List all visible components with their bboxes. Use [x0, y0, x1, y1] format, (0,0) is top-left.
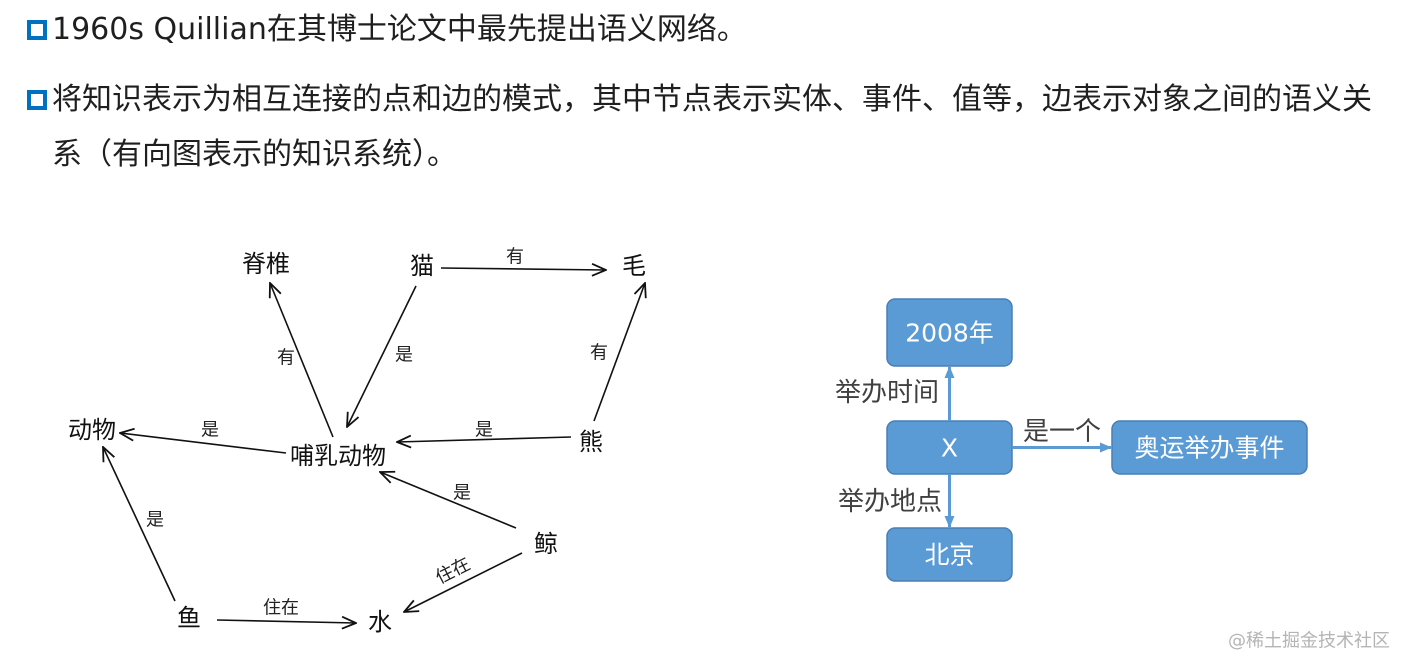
- edge-whale-water: [404, 552, 523, 612]
- edge-label-x-beijing: 举办地点: [838, 487, 942, 517]
- animal-semantic-network: 有 是 有 是 是 有 是 住在 是 住在 脊椎 猫 毛 动物 哺乳动物 熊 鲸…: [68, 247, 646, 636]
- node-mammal: 哺乳动物: [290, 442, 386, 470]
- bullet-square-icon: [27, 90, 47, 110]
- node-whale: 鲸: [534, 530, 558, 558]
- edge-bear-fur: [593, 283, 645, 422]
- edge-label-x-year: 举办时间: [835, 378, 939, 408]
- edge-label-cat-fur: 有: [506, 247, 524, 268]
- edge-label-fish-water: 住在: [263, 598, 299, 619]
- edge-label-bear-fur: 有: [590, 343, 608, 364]
- node-fur: 毛: [622, 252, 646, 280]
- edge-label-fish-animal: 是: [146, 510, 164, 531]
- edge-label-mammal-vertebra: 有: [277, 348, 295, 369]
- node-beijing: 北京: [924, 541, 974, 570]
- node-olympic-event: 奥运举办事件: [1134, 434, 1284, 463]
- bullet-text-origin: 1960s Quillian在其博士论文中最先提出语义网络。: [52, 12, 747, 47]
- edge-whale-mammal: [380, 472, 517, 529]
- edge-label-whale-water: 住在: [432, 553, 474, 588]
- edge-label-bear-mammal: 是: [475, 420, 493, 441]
- olympics-semantic-network: 2008年 X 北京 奥运举办事件 举办时间 举办地点 是一个: [835, 298, 1308, 582]
- node-year: 2008年: [905, 319, 994, 348]
- bullet-text-definition: 将知识表示为相互连接的点和边的模式，其中节点表示实体、事件、值等，边表示对象之间…: [52, 82, 1372, 172]
- node-bear: 熊: [579, 428, 603, 456]
- edge-cat-mammal: [347, 285, 417, 427]
- edge-bear-mammal: [397, 437, 572, 442]
- watermark: @稀土掘金技术社区: [1228, 631, 1390, 652]
- edge-label-whale-mammal: 是: [453, 483, 471, 504]
- edge-label-cat-mammal: 是: [395, 345, 413, 366]
- node-box-olympic-event: [1111, 420, 1308, 475]
- node-box-beijing: [886, 527, 1013, 582]
- node-water: 水: [368, 608, 392, 636]
- edge-cat-fur: [440, 268, 606, 270]
- edge-mammal-vertebra: [270, 283, 334, 438]
- edge-label-x-olympic-event: 是一个: [1023, 417, 1101, 447]
- edge-fish-animal: [103, 447, 176, 602]
- node-fish: 鱼: [177, 604, 201, 632]
- node-animal: 动物: [68, 416, 116, 444]
- node-x: X: [941, 434, 958, 463]
- edge-fish-water: [216, 620, 356, 623]
- node-vertebra: 脊椎: [242, 250, 290, 278]
- bullet-square-icon: [27, 20, 47, 40]
- edge-label-mammal-animal: 是: [201, 420, 219, 441]
- node-cat: 猫: [410, 252, 434, 280]
- edge-mammal-animal: [120, 433, 287, 454]
